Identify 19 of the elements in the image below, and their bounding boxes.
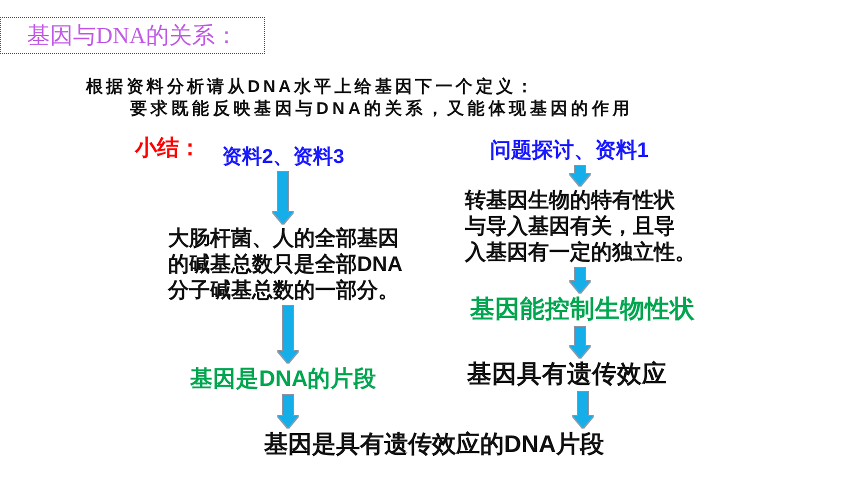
source-label: 问题探讨、资料1 [490, 138, 649, 164]
conclusion-text: 基因是具有遗传效应的DNA片段 [264, 430, 604, 459]
arrow [570, 268, 590, 293]
arrow [573, 392, 593, 428]
summary-heading: 小结： [135, 134, 201, 162]
arrow [273, 172, 293, 224]
arrow [278, 395, 298, 428]
inference-text: 基因是DNA的片段 [190, 365, 377, 393]
evidence-text: 大肠杆菌、人的全部基因的碱基总数只是全部DNA分子碱基总数的一部分。 [168, 226, 406, 304]
instruction-text: 要求既能反映基因与DNA的关系，又能体现基因的作用 [130, 98, 634, 120]
arrow [278, 306, 298, 363]
instruction-text: 根据资料分析请从DNA水平上给基因下一个定义： [86, 76, 536, 98]
arrow [570, 327, 590, 358]
evidence-text: 转基因生物的特有性状与导入基因有关，且导入基因有一定的独立性。 [465, 188, 696, 266]
source-label: 资料2、资料3 [222, 145, 344, 170]
title: 基因与DNA的关系： [0, 17, 265, 54]
inference-text: 基因能控制生物性状 [470, 295, 695, 325]
inference-text: 基因具有遗传效应 [467, 360, 667, 390]
arrow [570, 166, 590, 186]
